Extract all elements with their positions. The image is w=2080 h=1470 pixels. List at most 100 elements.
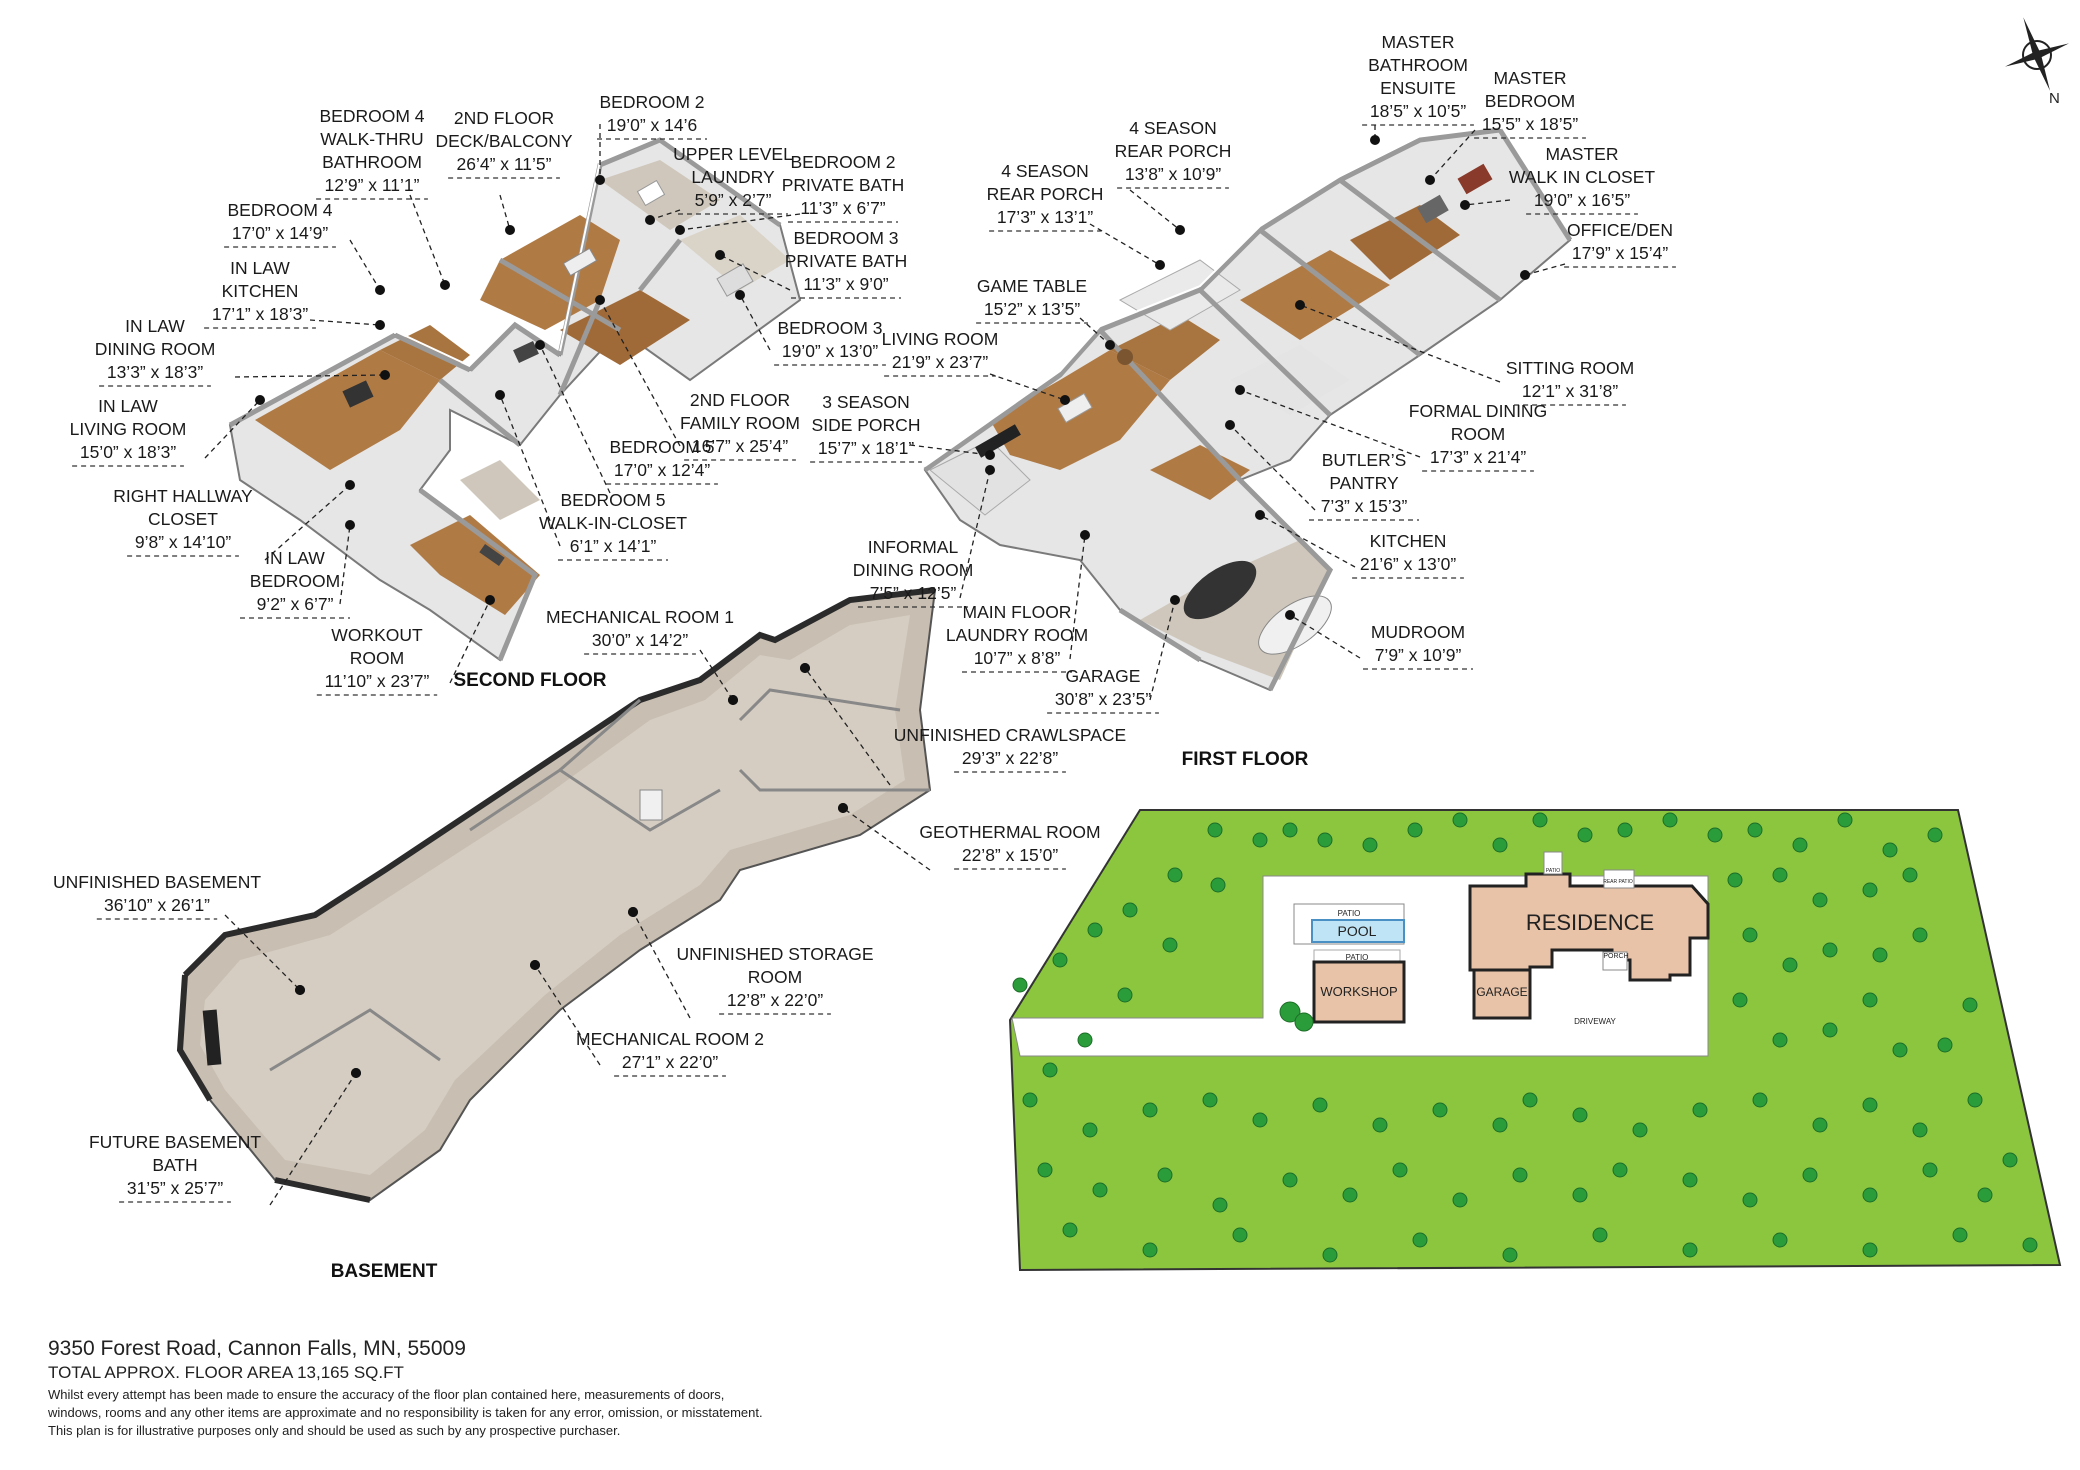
tree-icon [1872,947,1888,963]
room-name: PANTRY [1329,473,1399,493]
tree-icon [1967,1092,1983,1108]
room-dimensions: 36’10” x 26’1” [104,895,210,915]
tree-icon [1252,1112,1268,1128]
room-dimensions: 21’9” x 23’7” [892,352,988,372]
tree-icon [1707,827,1723,843]
tree-icon [1392,1162,1408,1178]
room-dimensions: 11’10” x 23’7” [325,671,430,691]
room-marker [535,340,545,350]
room-marker [645,215,655,225]
room-marker [375,320,385,330]
room-dimensions: 7’5” x 12’5” [870,583,957,603]
tree-icon [1372,1117,1388,1133]
room-name: WORKOUT [331,625,423,645]
leader-line [989,373,1066,401]
room-marker [255,395,265,405]
room-name: UNFINISHED BASEMENT [53,872,261,892]
room-name: GARAGE [1066,666,1141,686]
room-name: IN LAW [230,258,290,278]
room-marker [728,695,738,705]
leader-line [1259,514,1356,568]
room-dimensions: 15’7” x 18’1” [818,438,914,458]
room-name: BUTLER’S [1322,450,1407,470]
room-name: DINING ROOM [853,560,974,580]
room-marker [595,295,605,305]
tree-icon [1572,1187,1588,1203]
room-name: REAR PORCH [1115,141,1232,161]
room-name: IN LAW [125,316,185,336]
room-name: DINING ROOM [95,339,216,359]
tree-icon [1157,1167,1173,1183]
room-marker [1225,420,1235,430]
room-name: BEDROOM [250,571,340,591]
tree-icon [1772,867,1788,883]
pool[interactable] [1311,919,1405,943]
room-marker [505,225,515,235]
room-marker [628,907,638,917]
tree-icon [1747,822,1763,838]
tree-icon [1912,1122,1928,1138]
room-name: BEDROOM 5 [609,437,714,457]
room-dimensions: 19’0” x 16’5” [1534,190,1630,210]
basement-plan [176,587,937,1203]
leader-line [632,911,691,1019]
tree-group [1012,812,2038,1263]
room-marker [735,290,745,300]
tree-icon [1812,1117,1828,1133]
room-marker [985,450,995,460]
site-garage-building[interactable] [1472,968,1532,1020]
room-name: BEDROOM [1485,91,1575,111]
room-name: MUDROOM [1371,622,1465,642]
site-label-patio-small: PATIO [1546,868,1560,874]
disclaimer-line: windows, rooms and any other items are a… [48,1405,763,1420]
room-name: LAUNDRY [691,167,775,187]
room-name: BATH [152,1155,197,1175]
room-name: IN LAW [98,396,158,416]
room-dimensions: 17’3” x 13’1” [997,207,1093,227]
leader-line [1464,199,1511,206]
leader-line [499,194,511,231]
room-marker [380,370,390,380]
leader-line [679,213,801,231]
leader-line [409,194,446,286]
room-name: MECHANICAL ROOM 1 [546,607,734,627]
room-dimensions: 12’8” x 22’0” [727,990,823,1010]
residence-building[interactable] [1468,872,1710,982]
total-floor-area: TOTAL APPROX. FLOOR AREA 13,165 SQ.FT [48,1363,404,1382]
tree-icon [1882,842,1898,858]
tree-icon [1822,1022,1838,1038]
site-label-driveway: DRIVEWAY [1574,1017,1616,1026]
room-name: UPPER LEVEL [673,144,793,164]
room-marker [1255,510,1265,520]
tree-icon [1862,1187,1878,1203]
tree-icon [1732,992,1748,1008]
room-name: PRIVATE BATH [785,251,908,271]
tree-icon [1727,872,1743,888]
tree-icon [1802,1167,1818,1183]
tree-icon [1012,977,1028,993]
tree-icon [1692,1102,1708,1118]
disclaimer-line: This plan is for illustrative purposes o… [48,1423,621,1438]
room-name: 3 SEASON [822,392,910,412]
room-name: GEOTHERMAL ROOM [919,822,1100,842]
leader-line [1089,223,1161,266]
leader-line [499,394,561,547]
room-name: OFFICE/DEN [1567,220,1673,240]
leader-line [1079,317,1111,346]
room-marker [485,595,495,605]
room-dimensions: 15’5” x 18’5” [1482,114,1578,134]
leader-line [909,444,991,456]
workshop-building[interactable] [1312,960,1406,1024]
